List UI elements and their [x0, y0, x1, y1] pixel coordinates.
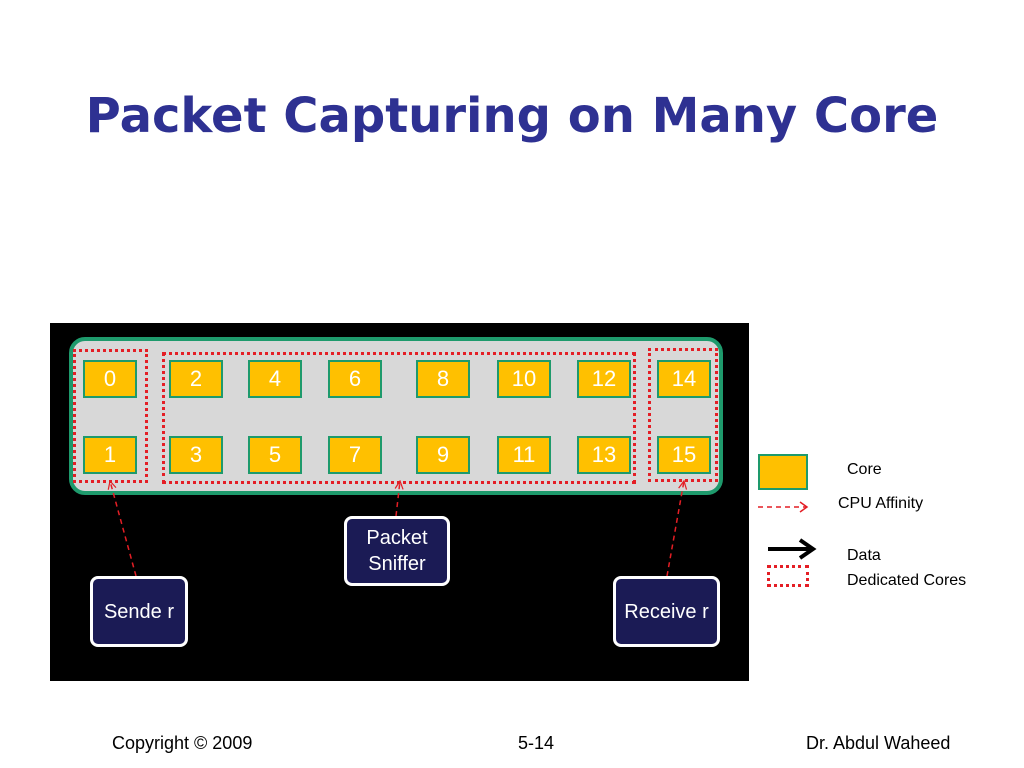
core: 14: [657, 360, 711, 398]
affinity-sender-line: [110, 481, 137, 577]
core: 12: [577, 360, 631, 398]
legend-dedicated-swatch: [767, 565, 809, 587]
core: 6: [328, 360, 382, 398]
legend-core-label: Core: [847, 461, 882, 478]
core: 3: [169, 436, 223, 474]
legend-data-arrow-icon: [768, 538, 817, 560]
legend-data-label: Data: [847, 547, 881, 564]
footer-page-number: 5-14: [518, 733, 555, 753]
footer-copyright: Copyright © 2009: [112, 733, 253, 753]
core: 9: [416, 436, 470, 474]
footer-author: Dr. Abdul Waheed: [806, 733, 951, 753]
receiver-box: Receive r: [613, 576, 720, 647]
core: 10: [497, 360, 551, 398]
core: 4: [248, 360, 302, 398]
core: 15: [657, 436, 711, 474]
core: 2: [169, 360, 223, 398]
core: 1: [83, 436, 137, 474]
legend-dedicated-label: Dedicated Cores: [847, 572, 967, 589]
core: 7: [328, 436, 382, 474]
slide-title: Packet Capturing on Many Core: [85, 88, 939, 144]
system-diagram: 0 2 4 6 8 10 12 14 1 3 5 7 9 11 13 15 Pa…: [50, 323, 749, 681]
core: 0: [83, 360, 137, 398]
core: 11: [497, 436, 551, 474]
core: 5: [248, 436, 302, 474]
legend-affinity-arrow-icon: [758, 501, 809, 513]
diagram-connectors: [50, 323, 749, 681]
sender-box: Sende r: [90, 576, 188, 647]
core: 8: [416, 360, 470, 398]
packet-sniffer-box: Packet Sniffer: [344, 516, 450, 586]
legend-core-swatch: [758, 454, 808, 490]
affinity-receiver-line: [666, 481, 684, 577]
legend-affinity-label: CPU Affinity: [838, 495, 924, 512]
affinity-sniffer-line: [396, 481, 400, 517]
core: 13: [577, 436, 631, 474]
